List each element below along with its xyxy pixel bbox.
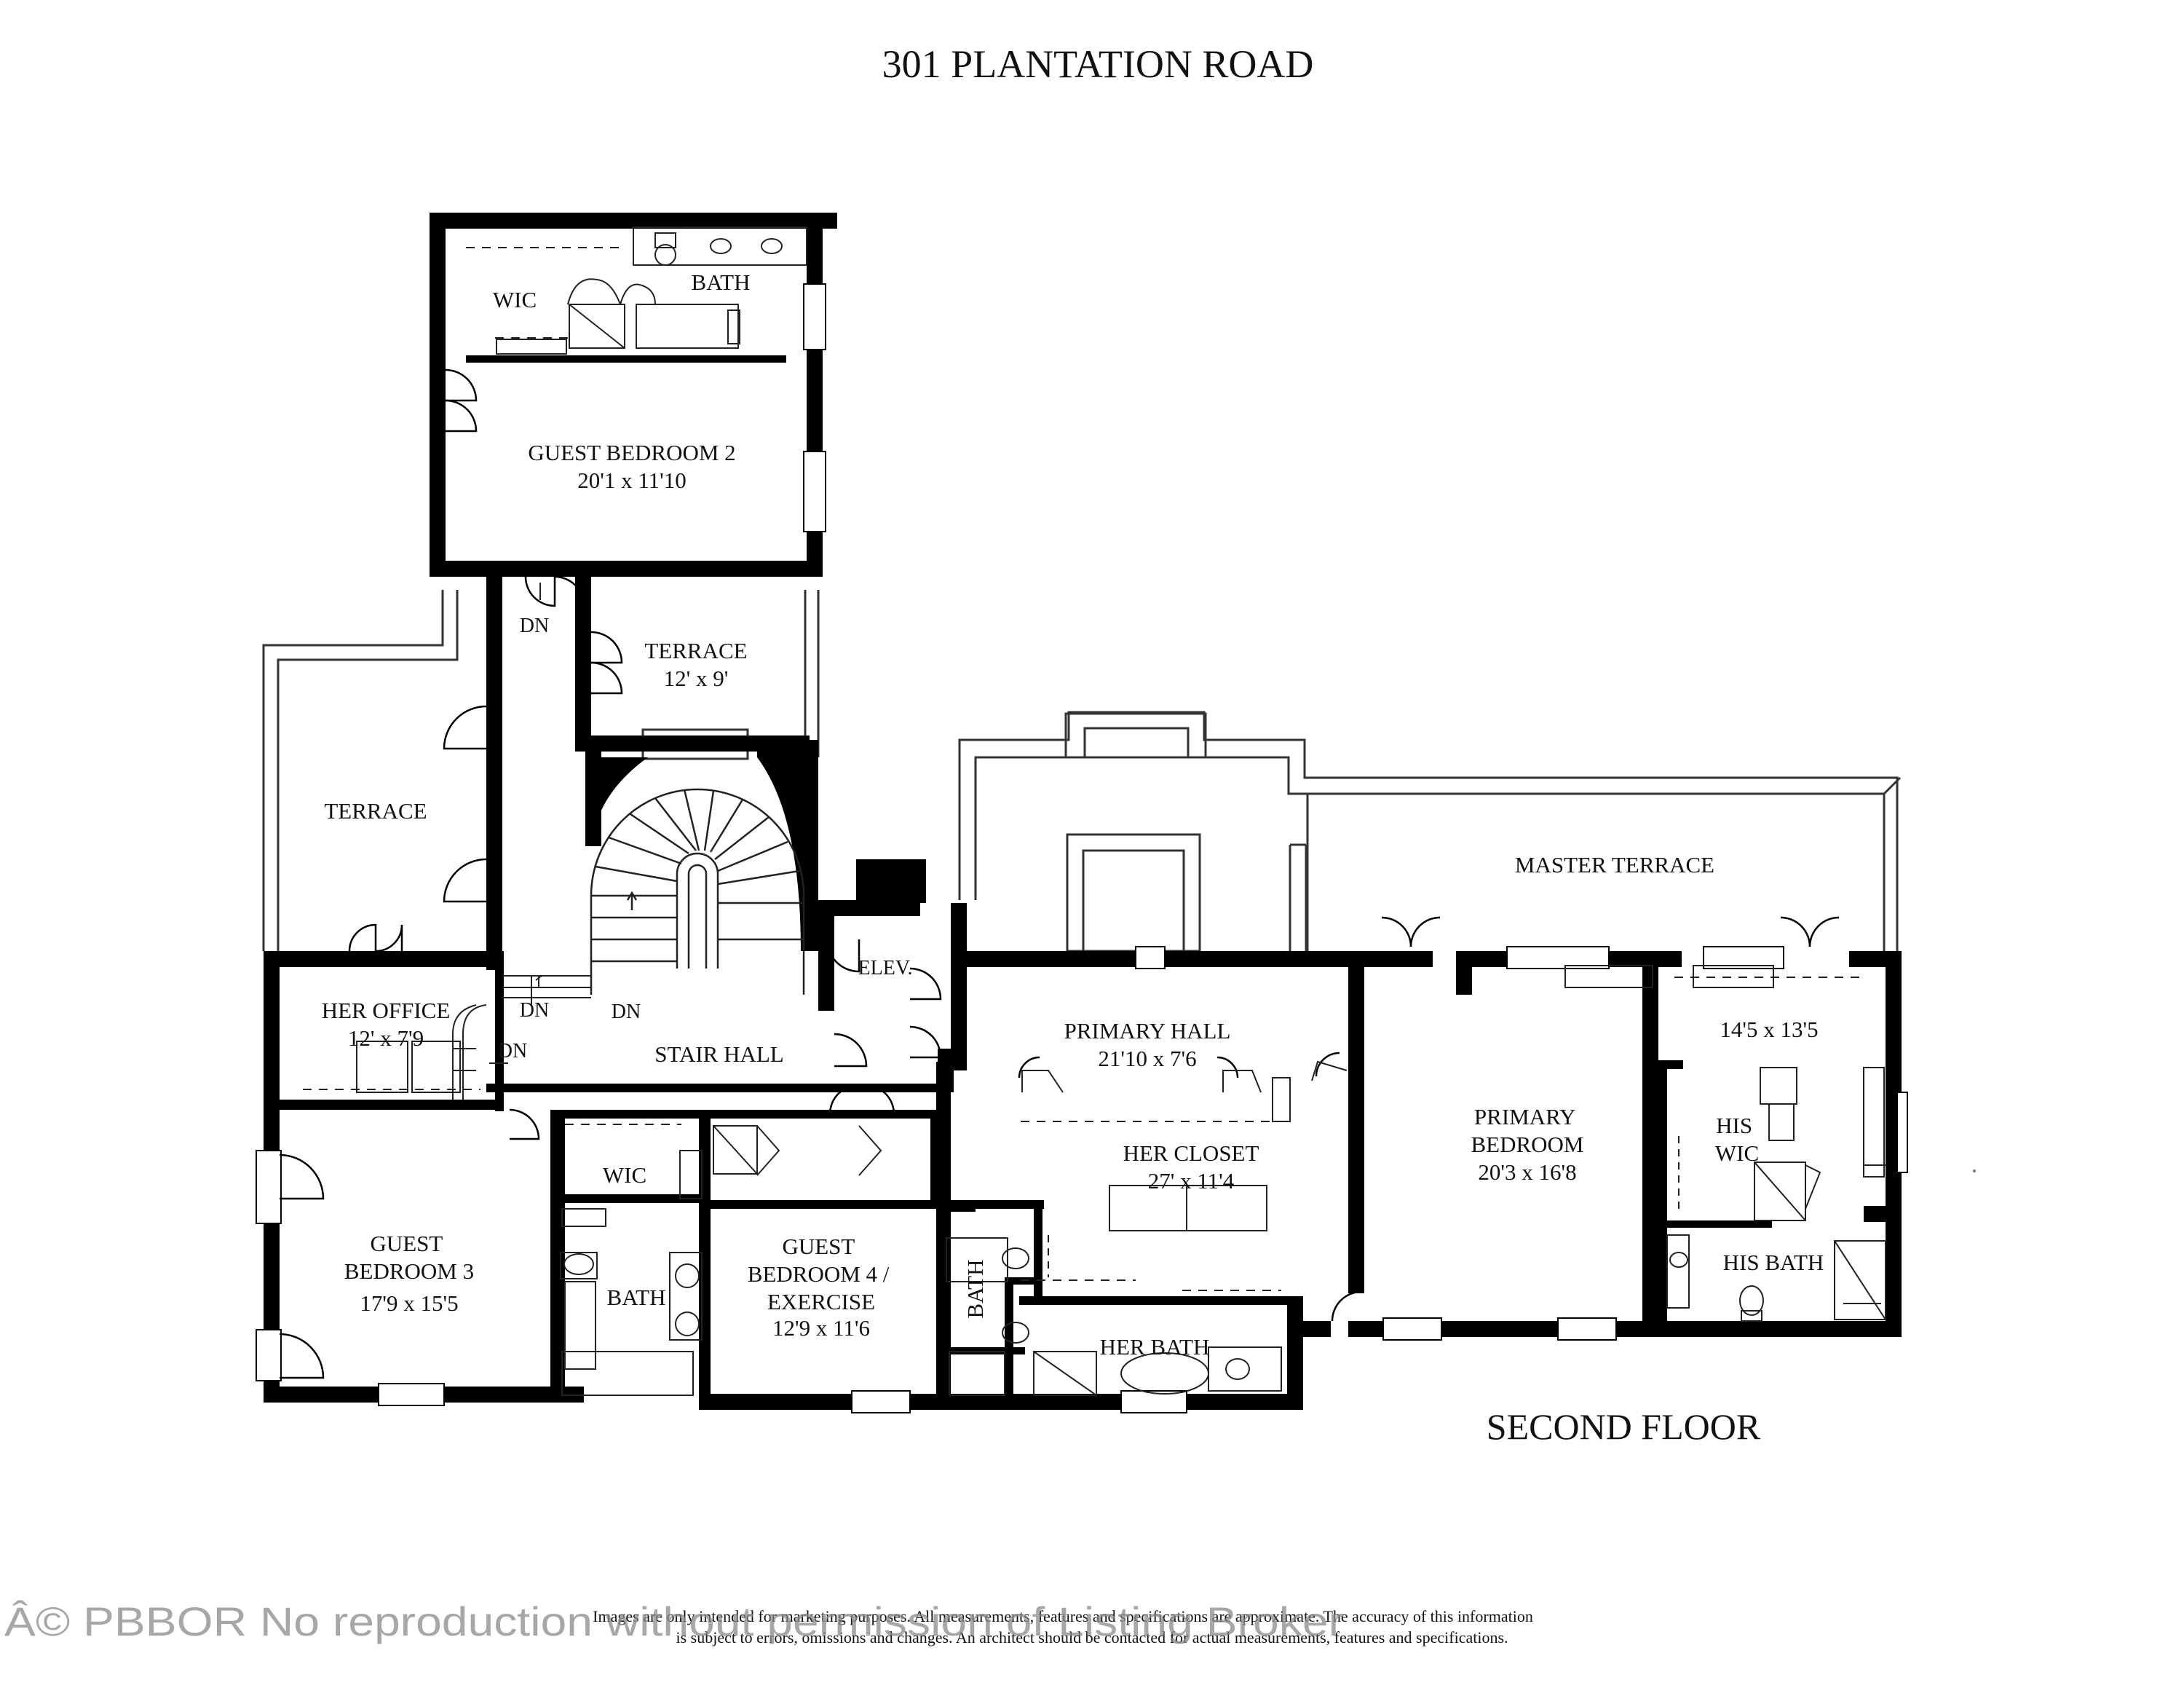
room-label-his-bath: HIS BATH bbox=[1723, 1250, 1824, 1275]
room-dims-terrace-small: 12' x 9' bbox=[664, 666, 729, 691]
room-dims-guest-bedroom-2: 20'1 x 11'10 bbox=[577, 468, 687, 493]
room-dims-guest-bedroom-4: 12'9 x 11'6 bbox=[772, 1315, 870, 1341]
doors bbox=[279, 368, 1840, 1379]
room-label-primary-hall: PRIMARY HALL bbox=[1064, 1018, 1231, 1044]
dn-label-upper: DN bbox=[520, 615, 549, 637]
room-label-her-office: HER OFFICE bbox=[322, 998, 451, 1023]
plan-title: 301 PLANTATION ROAD bbox=[882, 42, 1314, 86]
spiral-staircase bbox=[590, 788, 805, 995]
disclaimer-line-2: is subject to errors, omissions and chan… bbox=[676, 1628, 1508, 1646]
room-label-terrace-small: TERRACE bbox=[644, 638, 747, 663]
room-label-her-closet: HER CLOSET bbox=[1123, 1140, 1259, 1166]
room-label-elevator: ELEV. bbox=[858, 957, 913, 979]
terrace-outlines bbox=[262, 590, 1902, 953]
room-dims-his-suite: 14'5 x 13'5 bbox=[1720, 1017, 1818, 1042]
room-dims-her-office: 12' x 7'9 bbox=[348, 1025, 424, 1051]
dn-label-spiral: DN bbox=[612, 1001, 641, 1023]
dn-label-office: DN bbox=[498, 1040, 527, 1062]
floor-label: SECOND FLOOR bbox=[1487, 1406, 1761, 1447]
room-label-bath-top: BATH bbox=[692, 269, 751, 295]
room-dims-guest-bedroom-3: 17'9 x 15'5 bbox=[360, 1290, 458, 1316]
room-label-guest-bedroom-2: GUEST BEDROOM 2 bbox=[528, 440, 735, 465]
room-label-master-terrace: MASTER TERRACE bbox=[1515, 852, 1714, 877]
room-dims-primary-hall: 21'10 x 7'6 bbox=[1098, 1046, 1196, 1071]
watermark: Â© PBBOR No reproduction without permiss… bbox=[4, 1598, 1344, 1644]
stray-dot bbox=[1973, 1170, 1976, 1172]
room-dims-her-closet: 27' x 11'4 bbox=[1148, 1168, 1235, 1194]
fixtures bbox=[303, 226, 1886, 1396]
room-label-his-wic: HIS WIC bbox=[1715, 1113, 1759, 1166]
room-label-wic-top: WIC bbox=[493, 287, 537, 312]
room-label-guest-bedroom-3: GUEST BEDROOM 3 bbox=[344, 1231, 474, 1284]
room-label-stair-hall: STAIR HALL bbox=[654, 1041, 783, 1067]
room-label-her-bath: HER BATH bbox=[1100, 1334, 1210, 1360]
disclaimer: Images are only intended for marketing p… bbox=[593, 1607, 1533, 1646]
room-label-wic-lower: WIC bbox=[603, 1162, 646, 1188]
room-label-bath-lower: BATH bbox=[607, 1285, 666, 1310]
room-label-guest-bedroom-4: GUEST BEDROOM 4 / EXERCISE bbox=[748, 1234, 895, 1314]
stair-labels: DN DN DN DN bbox=[498, 615, 641, 1062]
disclaimer-line-1: Images are only intended for marketing p… bbox=[593, 1607, 1533, 1625]
room-label-terrace-left: TERRACE bbox=[324, 798, 427, 824]
room-labels: WIC BATH GUEST BEDROOM 2 20'1 x 11'10 TE… bbox=[322, 269, 1824, 1360]
walls bbox=[264, 213, 1902, 1410]
room-label-primary-bedroom: PRIMARY BEDROOM bbox=[1471, 1104, 1583, 1157]
room-dims-primary-bedroom: 20'3 x 16'8 bbox=[1478, 1159, 1576, 1185]
room-label-bath-vertical: BATH bbox=[962, 1260, 988, 1319]
dn-label-left: DN bbox=[520, 999, 549, 1022]
straight-stairs bbox=[452, 583, 591, 1100]
